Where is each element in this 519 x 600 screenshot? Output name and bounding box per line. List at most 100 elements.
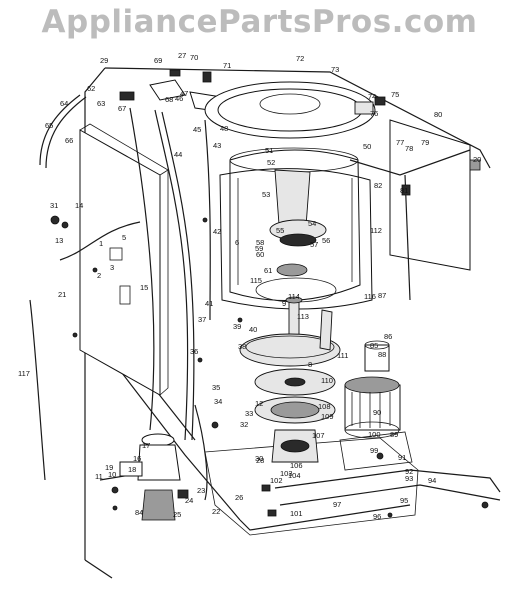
part-label-33: 33 xyxy=(245,409,253,418)
part-label-108: 108 xyxy=(318,402,331,411)
part-label-81: 81 xyxy=(400,186,408,195)
part-label-61: 61 xyxy=(264,266,272,275)
part-label-100: 100 xyxy=(368,430,381,439)
part-label-9: 9 xyxy=(282,299,286,308)
part-label-79: 79 xyxy=(421,138,429,147)
part-label-5: 5 xyxy=(122,233,126,242)
part-label-66: 66 xyxy=(65,136,73,145)
part-label-23: 23 xyxy=(197,486,205,495)
part-label-103: 103 xyxy=(280,469,293,478)
part-label-115: 115 xyxy=(250,276,262,285)
part-label-85: 85 xyxy=(370,341,378,350)
part-label-27: 27 xyxy=(178,51,186,60)
part-label-111: 111 xyxy=(337,351,348,360)
part-label-84: 84 xyxy=(135,508,143,517)
watermark: AppliancePartsPros.com xyxy=(41,4,478,40)
part-label-25: 25 xyxy=(173,510,181,519)
top-parts xyxy=(119,69,386,139)
part-label-104: 104 xyxy=(288,471,301,480)
part-label-1: 1 xyxy=(99,239,103,248)
part-label-6: 6 xyxy=(235,238,239,247)
part-label-82: 82 xyxy=(374,181,382,190)
part-label-110: 110 xyxy=(321,376,333,385)
part-label-80: 80 xyxy=(434,110,442,119)
part-label-56: 56 xyxy=(322,236,330,245)
part-label-109: 109 xyxy=(321,412,334,421)
inner-basket xyxy=(219,168,373,310)
part-label-36: 36 xyxy=(190,347,198,356)
part-label-77: 77 xyxy=(396,138,404,147)
part-label-34: 34 xyxy=(214,397,222,406)
fasteners xyxy=(50,215,489,518)
part-label-90: 90 xyxy=(373,408,381,417)
part-label-86: 86 xyxy=(384,332,392,341)
part-label-99: 99 xyxy=(370,446,378,455)
part-label-43: 43 xyxy=(213,141,221,150)
side-panel xyxy=(79,123,169,396)
part-label-116: 116 xyxy=(364,292,376,301)
part-label-52: 52 xyxy=(267,158,275,167)
part-label-38: 38 xyxy=(238,342,246,351)
part-label-67: 67 xyxy=(118,104,126,113)
part-label-101: 101 xyxy=(290,509,303,518)
part-label-48: 48 xyxy=(220,124,228,133)
filter-tube xyxy=(319,309,333,351)
part-label-45: 45 xyxy=(193,125,201,134)
part-label-24: 24 xyxy=(185,496,193,505)
motor xyxy=(344,340,401,439)
part-label-18: 18 xyxy=(128,465,136,474)
part-label-96: 96 xyxy=(373,512,381,521)
part-label-53: 53 xyxy=(262,190,270,199)
part-label-69: 69 xyxy=(154,56,162,65)
transmission-stack xyxy=(239,333,341,463)
part-label-117: 117 xyxy=(18,369,30,378)
part-label-30: 30 xyxy=(255,454,263,463)
part-label-50: 50 xyxy=(363,142,371,151)
part-label-20: 20 xyxy=(473,155,481,164)
part-label-17: 17 xyxy=(142,441,150,450)
part-label-10: 10 xyxy=(108,470,116,479)
part-label-87: 87 xyxy=(378,291,386,300)
part-label-47: 47 xyxy=(180,89,188,98)
part-label-2: 2 xyxy=(97,271,101,280)
part-label-94: 94 xyxy=(428,476,436,485)
part-label-39: 39 xyxy=(233,322,241,331)
part-label-73: 73 xyxy=(331,65,339,74)
part-label-29: 29 xyxy=(100,56,108,65)
pump-assembly xyxy=(119,433,189,521)
part-label-93: 93 xyxy=(405,474,413,483)
part-label-28: 28 xyxy=(256,456,264,465)
part-label-16: 16 xyxy=(133,454,141,463)
part-label-57: 57 xyxy=(310,240,318,249)
part-label-19: 19 xyxy=(105,463,113,472)
part-label-65: 65 xyxy=(45,121,53,130)
part-label-14: 14 xyxy=(75,201,83,210)
part-label-78: 78 xyxy=(405,144,413,153)
part-label-68: 68 xyxy=(165,95,173,104)
part-label-114: 114 xyxy=(288,292,300,301)
part-label-58: 58 xyxy=(256,238,264,247)
part-label-95: 95 xyxy=(400,496,408,505)
part-label-3: 3 xyxy=(110,263,114,272)
part-label-54: 54 xyxy=(308,219,316,228)
part-label-22: 22 xyxy=(212,507,220,516)
part-label-107: 107 xyxy=(312,431,325,440)
part-label-12: 12 xyxy=(255,399,263,408)
part-label-51: 51 xyxy=(265,146,273,155)
part-label-41: 41 xyxy=(205,299,213,308)
part-label-55: 55 xyxy=(276,226,284,235)
part-label-37: 37 xyxy=(198,315,206,324)
part-label-72: 72 xyxy=(296,54,304,63)
part-label-59: 59 xyxy=(255,244,263,253)
part-label-26: 26 xyxy=(235,493,243,502)
part-label-75: 75 xyxy=(391,90,399,99)
part-label-113: 113 xyxy=(297,312,309,321)
part-label-71: 71 xyxy=(223,61,231,70)
part-label-88: 88 xyxy=(378,350,386,359)
drain-hose xyxy=(29,299,46,481)
part-number-labels: 1235689101112131415161718192021222324252… xyxy=(18,51,481,521)
part-label-60: 60 xyxy=(256,250,264,259)
part-label-70: 70 xyxy=(190,53,198,62)
part-label-13: 13 xyxy=(55,236,63,245)
